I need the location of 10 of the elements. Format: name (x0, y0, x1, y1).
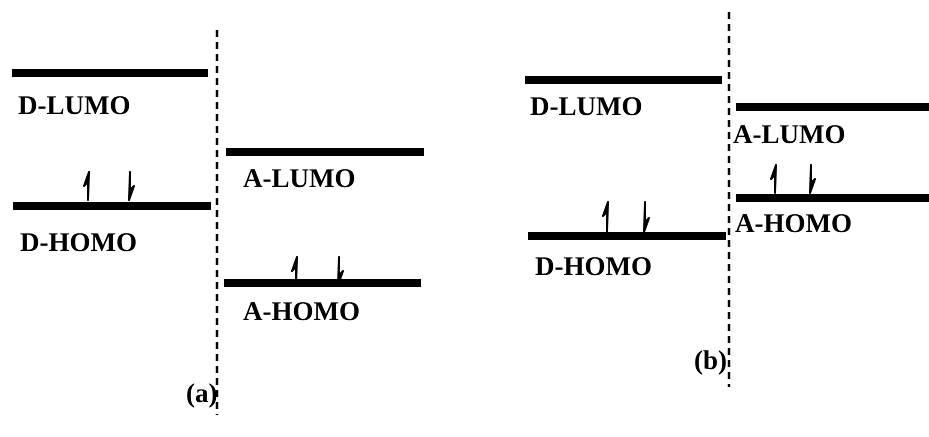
level-label: D-LUMO (18, 90, 130, 120)
level-label: A-HOMO (735, 208, 852, 238)
level-label: D-HOMO (535, 251, 652, 281)
level-label: D-LUMO (530, 91, 642, 121)
panel-label: (b) (694, 345, 727, 375)
level-label: A-LUMO (733, 119, 846, 149)
level-label: D-HOMO (20, 227, 137, 257)
level-label: A-HOMO (243, 296, 360, 326)
level-label: A-LUMO (243, 163, 356, 193)
panel-label: (a) (186, 378, 218, 408)
